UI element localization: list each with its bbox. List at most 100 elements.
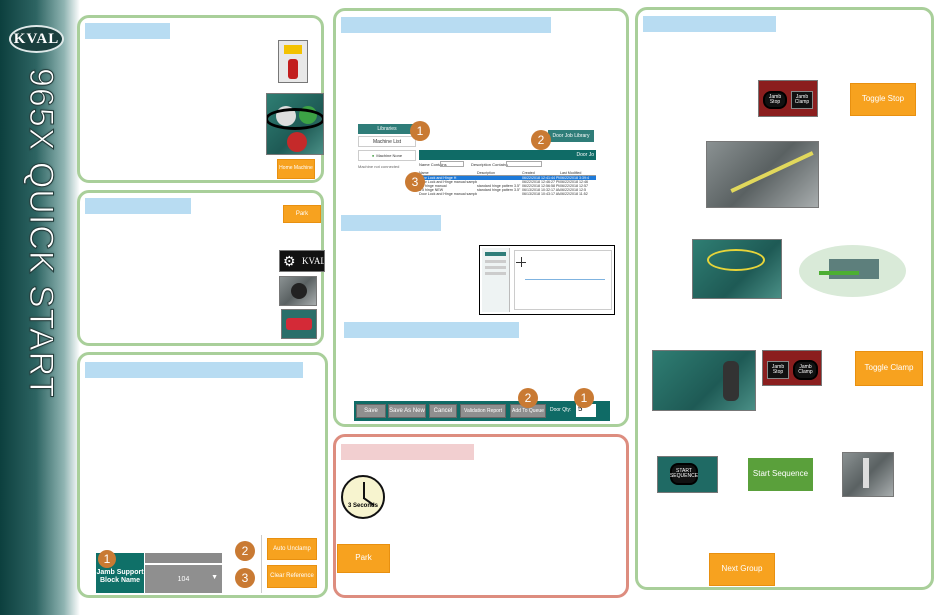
control-panel-photo	[266, 93, 324, 155]
save-as-new-button[interactable]: Save As New	[388, 404, 426, 418]
panel-header	[341, 444, 474, 460]
clock-label: 3 Seconds	[347, 503, 378, 509]
cell: 06/22/2018 12:57	[560, 184, 588, 188]
home-machine-button[interactable]: Home Machine	[277, 159, 315, 179]
widget-header	[145, 553, 222, 563]
page-title: 965X QUICK START	[22, 68, 61, 399]
col-header: Last Modified	[560, 171, 582, 175]
panel-emergency: 3 Seconds Park	[333, 434, 629, 598]
sidebar-background: KVAL 965X QUICK START	[0, 0, 80, 615]
step-number-2: 2	[235, 541, 255, 561]
cell: Door Lock and Hinge manual sample 2	[419, 180, 477, 184]
operator-photo	[652, 350, 756, 411]
park-button[interactable]: Park	[337, 544, 390, 573]
table-row[interactable]: 3.5 hinge manual standard hinge pattern …	[419, 184, 596, 188]
table-row[interactable]: Door Lock and Hinge manual sample 06/13/…	[419, 192, 596, 196]
clock-icon: 3 Seconds	[341, 475, 385, 519]
cell: 06/22/2018 3:39:4	[560, 176, 589, 180]
chevron-down-icon: ▼	[211, 574, 218, 581]
cell: 3.5 hinge manual	[419, 184, 447, 188]
col-header: Name	[419, 171, 429, 175]
next-group-button[interactable]: Next Group	[709, 553, 775, 586]
panel-header	[85, 23, 170, 39]
panel-run-sequence: Jamb Stop Jamb Clamp Toggle Stop Jamb St…	[635, 7, 934, 590]
cell	[477, 192, 522, 196]
kval-logo: KVAL	[9, 25, 64, 53]
panel-header	[85, 362, 303, 378]
machine-list-tab[interactable]: Machine List	[358, 136, 416, 147]
jamb-support-widget: Jamb Support Block Name 104 ▼	[96, 553, 222, 595]
panel-header	[85, 198, 191, 214]
block-name-select[interactable]: 104 ▼	[145, 565, 222, 593]
clamp-diagram	[799, 245, 906, 297]
step-number-2: 2	[531, 130, 551, 150]
panel-subheader	[341, 215, 441, 231]
cell: Door Lock and Hinge manual sample	[419, 192, 477, 196]
cell: 06/22/2018 12:46:27 PM	[522, 180, 560, 184]
name-contains-input[interactable]	[440, 161, 464, 167]
step-number-3: 3	[405, 172, 425, 192]
table-row[interactable]: Door Lock and Hinge H 06/22/2018 12:41:4…	[419, 176, 596, 180]
toggle-stop-button[interactable]: Toggle Stop	[850, 83, 916, 116]
toggle-clamp-button[interactable]: Toggle Clamp	[855, 351, 923, 386]
auto-unclamp-button[interactable]: Auto Unclamp	[267, 538, 317, 560]
divider	[261, 535, 262, 593]
red-button-photo	[281, 309, 317, 339]
name-contains-label: Name Contains	[419, 162, 447, 167]
panel-header	[341, 17, 551, 33]
validation-report-button[interactable]: Validation Report	[460, 404, 506, 418]
editor-screenshot	[479, 245, 615, 315]
start-sequence-key-photo: START SEQUENCE	[657, 456, 718, 493]
cell: 06/22/2018 12:56:58 PM	[522, 184, 560, 188]
cancel-button[interactable]: Cancel	[429, 404, 457, 418]
status-dot-icon: ●	[371, 153, 375, 158]
jamb-clamp-key: Jamb Clamp	[793, 360, 818, 380]
start-sequence-button[interactable]: Start Sequence	[748, 458, 813, 491]
panel-job-library: Libraries Machine List ●Machine None Mac…	[333, 8, 629, 427]
park-button[interactable]: Park	[283, 205, 321, 223]
library-header-bar: Door Jo	[419, 150, 596, 160]
table-header: Name Description Created Last Modified	[419, 171, 596, 176]
libraries-tab[interactable]: Libraries	[358, 124, 416, 134]
settings-toolbar-photo: ⚙ KVAL	[279, 250, 325, 272]
clear-reference-button[interactable]: Clear Reference	[267, 565, 317, 588]
machine-photo-1	[706, 141, 819, 208]
jamb-stop-key: Jamb Stop	[767, 361, 789, 379]
cell: 06/22/2018 12:5	[560, 188, 586, 192]
cell: 06/22/2018 11:52	[560, 192, 588, 196]
jamb-stop-key: Jamb Stop	[763, 91, 787, 109]
machine-none-label: Machine None	[376, 153, 403, 158]
desc-contains-input[interactable]	[506, 161, 542, 167]
machine-none-item: ●Machine None	[358, 150, 416, 161]
jamb-clamp-key: Jamb Clamp	[791, 91, 813, 109]
save-button[interactable]: Save	[356, 404, 386, 418]
jamb-stop-photo: Jamb Stop Jamb Clamp	[758, 80, 818, 117]
cell: standard hinge pattern 3.5"	[477, 188, 521, 192]
step-number-1: 1	[574, 388, 594, 408]
cell: 06/22/2018 12:41:44 PM	[522, 176, 560, 180]
cell: 06/22/2018 12:46	[560, 180, 588, 184]
cell: 3.5 hinge NEW	[419, 188, 444, 192]
cell: Door Lock and Hinge H	[419, 176, 457, 180]
table-row[interactable]: Door Lock and Hinge manual sample 2 06/2…	[419, 180, 596, 184]
logo-text: KVAL	[13, 30, 60, 47]
table-row[interactable]: 3.5 hinge NEW standard hinge pattern 3.5…	[419, 188, 596, 192]
door-qty-label: Door Qty:	[550, 407, 572, 413]
cell: standard hinge pattern 3.5"	[477, 184, 521, 188]
cell: 06/13/2018 10:32:17 AM	[522, 188, 560, 192]
editor-canvas	[514, 250, 612, 310]
door-job-library-button[interactable]: Door Job Library	[548, 130, 594, 142]
job-table: Name Description Created Last Modified D…	[419, 171, 596, 196]
cell: 06/13/2018 10:43:17 AM	[522, 192, 560, 196]
selector-switch-photo	[279, 276, 317, 306]
step-number-3: 3	[235, 568, 255, 588]
editor-sidebar	[482, 248, 510, 312]
panel-header	[643, 16, 776, 32]
step-number-1: 1	[98, 550, 116, 568]
step-number-2: 2	[518, 388, 538, 408]
gear-icon: ⚙	[283, 253, 296, 269]
desc-contains-label: Description Contains	[471, 162, 508, 167]
panel-jamb-support: Jamb Support Block Name 104 ▼ 1 2 3 Auto…	[77, 352, 328, 598]
select-value: 104	[177, 575, 190, 583]
step-number-1: 1	[410, 121, 430, 141]
